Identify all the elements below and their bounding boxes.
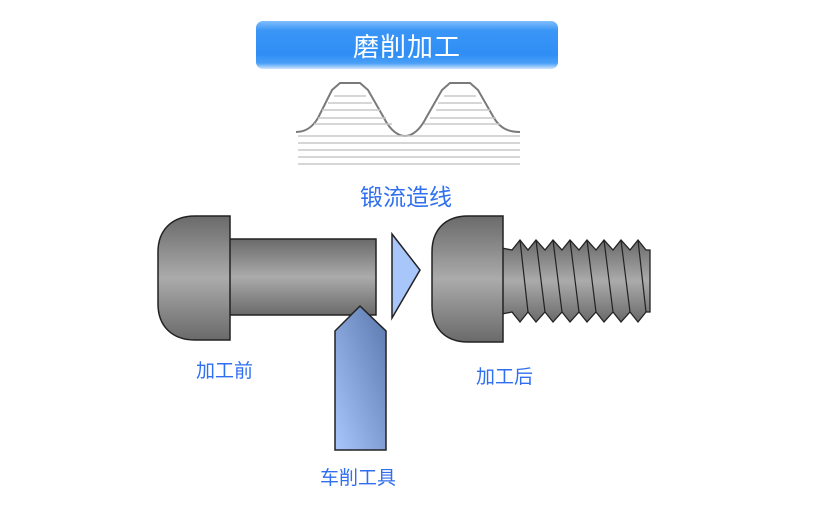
bolt-before-head (157, 215, 231, 341)
grain-flow-illustration (295, 82, 521, 165)
title-banner: 磨削加工 (256, 21, 558, 69)
process-arrow-icon (391, 231, 421, 321)
before-label: 加工前 (196, 360, 254, 382)
grain-flow-label: 锻流造线 (360, 185, 452, 211)
bolt-before-shank (227, 238, 377, 316)
after-label: 加工后 (476, 366, 534, 388)
title-text: 磨削加工 (352, 32, 461, 63)
flow-lines (298, 95, 520, 165)
bolt-after (431, 215, 651, 343)
bolt-after-head (431, 215, 504, 343)
turning-tool (334, 304, 387, 451)
thread-helix-lines (519, 239, 647, 313)
bolt-before (157, 215, 377, 341)
tool-label: 车削工具 (320, 467, 397, 489)
